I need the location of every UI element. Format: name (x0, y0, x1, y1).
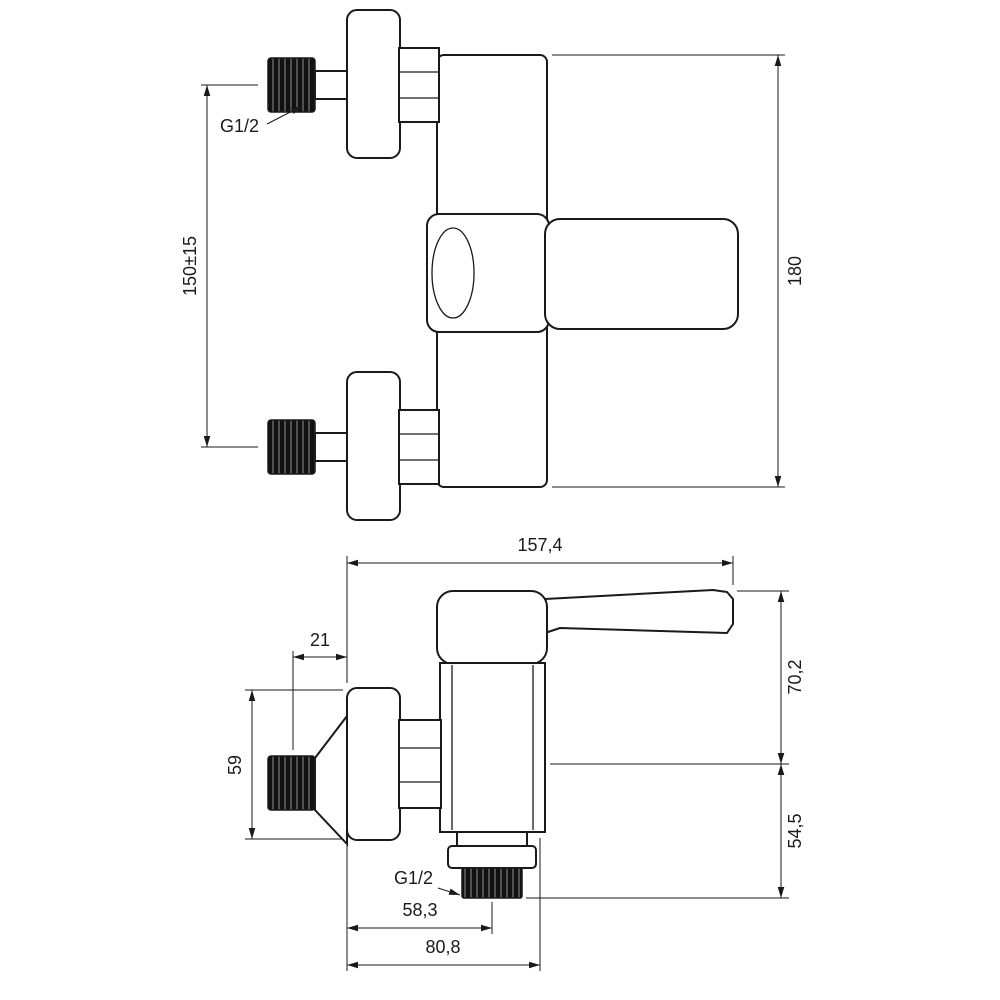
connector-shaft-bottom (314, 432, 350, 462)
dim-overall-length: 157,4 (346, 535, 734, 683)
supply-nut-side (267, 755, 316, 811)
faucet-body-front (426, 54, 739, 488)
dim-mounting-distance: 150±15 (180, 84, 258, 448)
union-nut-bottom (398, 409, 440, 485)
dim-overall-depth: 80,8 (347, 838, 541, 971)
faucet-body-side (436, 589, 734, 899)
dim-wall-offset-label: 21 (310, 630, 330, 650)
wall-flange-top (346, 9, 401, 159)
thread-callout-top: G1/2 (220, 105, 303, 136)
thread-callout-bottom: G1/2 (394, 868, 461, 896)
outlet-thread (461, 867, 523, 899)
valve-ellipse (431, 227, 475, 319)
handle-base-side (436, 590, 548, 665)
thread-leader-bottom (437, 887, 461, 896)
supply-nut-bottom (267, 419, 316, 475)
wall-connection-bottom (267, 371, 440, 521)
front-view: 150±15 G1/2 180 (180, 9, 805, 521)
wall-connection-top (267, 9, 440, 159)
dim-overall-height: 180 (552, 54, 805, 488)
dim-flange-height-label: 59 (225, 755, 245, 775)
dim-outlet-center: 58,3 (346, 845, 493, 971)
wall-flange-side (346, 687, 401, 841)
union-nut-top (398, 47, 440, 123)
dim-mounting-distance-label: 150±15 (180, 236, 200, 296)
supply-nut-top (267, 57, 316, 113)
handle-lever-side (544, 589, 734, 634)
dim-outlet-center-label: 58,3 (402, 900, 437, 920)
body-side (439, 662, 546, 833)
dim-overall-height-label: 180 (785, 256, 805, 286)
dim-overall-length-label: 157,4 (517, 535, 562, 555)
dim-lower-height: 54,5 (526, 764, 805, 899)
handle-front (544, 218, 739, 330)
dim-wall-offset: 21 (292, 630, 347, 750)
dim-lower-height-label: 54,5 (785, 813, 805, 848)
wall-flange-bottom (346, 371, 401, 521)
outlet-ring (447, 845, 537, 869)
side-view: 157,4 21 59 70,2 54,5 G1/2 (225, 535, 805, 971)
thread-label-bottom: G1/2 (394, 868, 433, 888)
thread-leader-top (266, 105, 303, 125)
wall-connection-side (267, 687, 442, 847)
dim-upper-height: 70,2 (550, 590, 805, 765)
connector-shaft-top (314, 70, 350, 100)
dim-upper-height-label: 70,2 (785, 659, 805, 694)
dim-overall-depth-label: 80,8 (425, 937, 460, 957)
dim-flange-height: 59 (225, 689, 343, 840)
thread-label-top: G1/2 (220, 116, 259, 136)
union-nut-side (398, 719, 442, 809)
